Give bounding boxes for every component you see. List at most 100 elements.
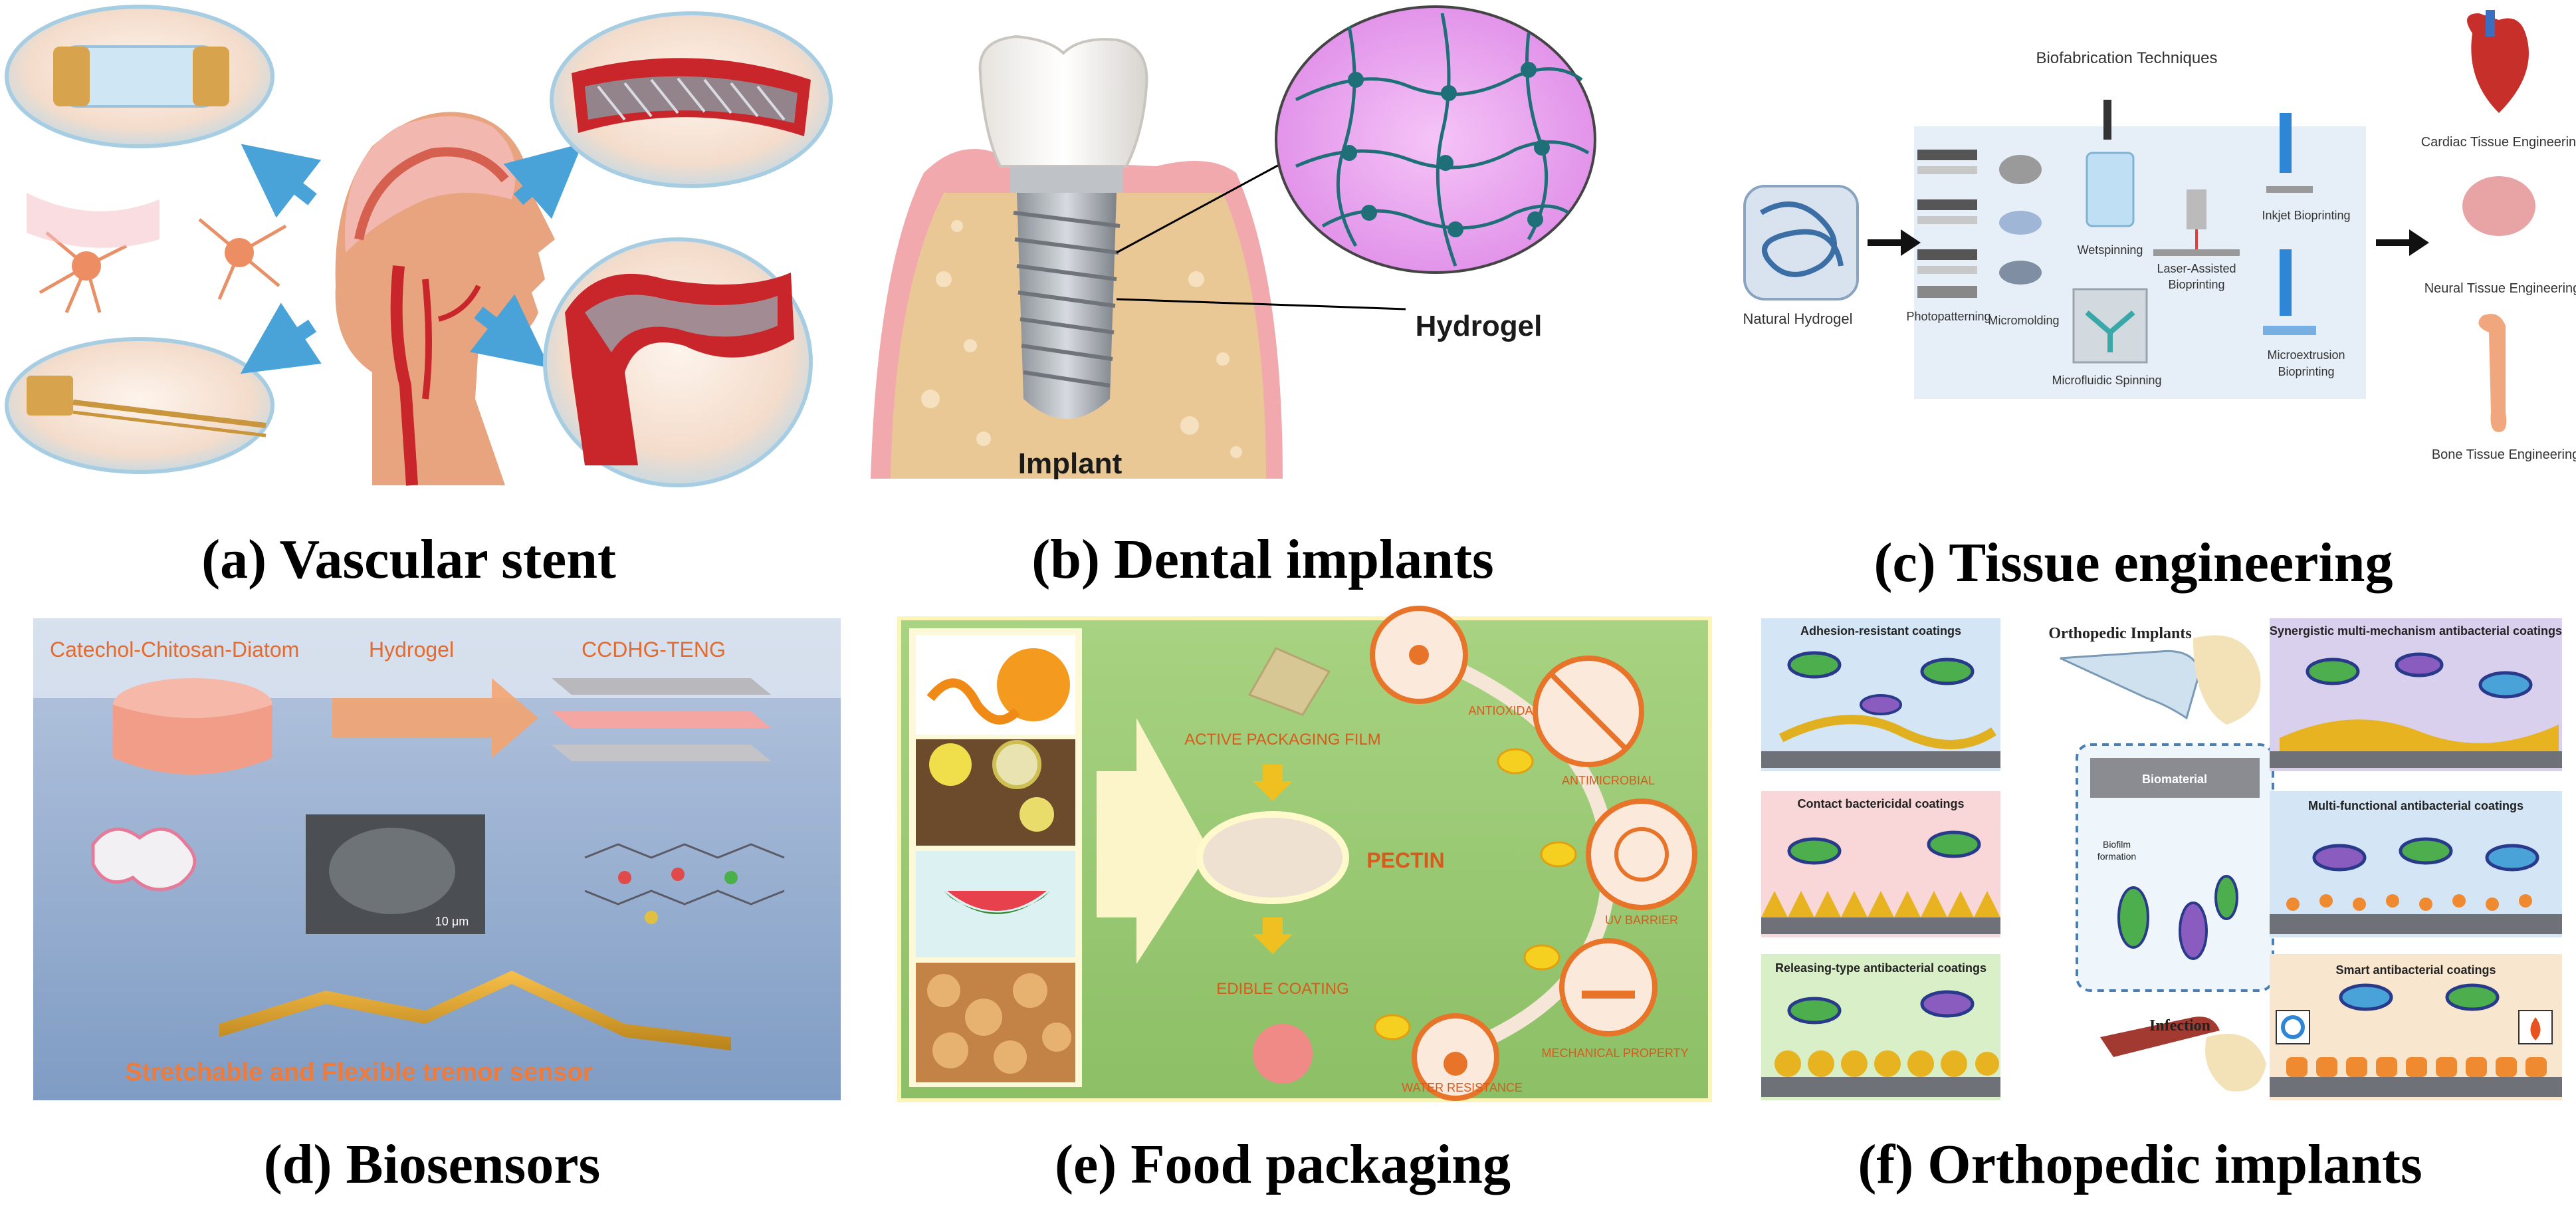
electrode-array-icon [27,376,73,416]
tomato-icon [1253,1024,1313,1084]
biofilm-label-2: formation [2097,851,2136,862]
biomaterial-block [2090,758,2260,798]
panel-e-food-packaging: ACTIVE PACKAGING FILM PECTIN EDIBLE COAT… [897,606,1712,1102]
biofab-title: Biofabrication Techniques [2036,49,2217,67]
orange-icon [997,648,1070,721]
packaging-film-icon [1247,647,1331,716]
tremor-sensor-strip [219,971,731,1050]
inkjet-label: Inkjet Bioprinting [2262,209,2350,222]
teng-layers [552,678,771,761]
tooth-crown [978,35,1148,168]
biosensor-hydrogel-label: Hydrogel [369,638,454,662]
heart-icon [2467,10,2529,113]
panel-d-biosensors: Catechol-Chitosan-Diatom Hydrogel CCDHG-… [33,618,841,1100]
synergistic-label: Synergistic multi-mechanism antibacteria… [2270,624,2562,638]
multi-label: Multi-functional antibacterial coatings [2308,799,2523,812]
implant-label: Implant [1018,447,1123,480]
panel-c-tissue-engineering: Biofabrication Techniques Natural Hydrog… [1743,10,2576,462]
neural-label: Neural Tissue Engineering [2424,281,2576,296]
film-label: ACTIVE PACKAGING FILM [1184,731,1381,749]
hydrogel-label: Hydrogel [1416,310,1543,342]
biosensor-teng-label: CCDHG-TENG [582,638,726,662]
ortho-title: Orthopedic Implants [2048,625,2191,642]
bone-texture [921,220,1242,458]
bacteria-icon [1787,990,1975,1025]
wetspinning-icon [2086,100,2135,227]
bone-label: Bone Tissue Engineering [2432,447,2576,462]
panel-b-dental-implants: Hydrogel Implant [871,5,1596,480]
biofilm-label-1: Biofilm [2103,839,2131,850]
caption-panel-f: (f) Orthopedic implants [1858,1134,2422,1195]
antioxidant-label: ANTIOXIDANT [1468,704,1549,717]
femur-implant-icon [2100,1017,2220,1057]
neuron-icon [39,218,287,313]
caption-panel-e: (e) Food packaging [1054,1134,1511,1195]
caption-panel-b: (b) Dental implants [1031,529,1494,590]
caption-panel-c: (c) Tissue engineering [1874,532,2393,594]
uv-barrier-label: UV BARRIER [1605,913,1678,927]
bacteria-icon [1787,830,1981,865]
bacteria-icon [2117,875,2238,960]
polymer-coil-icon [91,827,197,892]
panel-f-orthopedic-implants: Adhesion-resistant coatings Contact bact… [1761,618,2562,1100]
coating-label: EDIBLE COATING [1216,980,1349,998]
wetspinning-label: Wetspinning [2078,243,2143,257]
releasing-label: Releasing-type antibacterial coatings [1775,961,1986,975]
natural-hydrogel-label: Natural Hydrogel [1743,310,1852,327]
arrow-right-icon [1868,229,1921,256]
biosensor-material-label: Catechol-Chitosan-Diatom [50,638,299,662]
molecular-structure-icon [584,843,785,905]
inkjet-icon [2266,113,2313,193]
adhesion-label: Adhesion-resistant coatings [1800,624,1961,638]
bacteria-icon [2306,652,2533,699]
laser-label-2: Bioprinting [2168,278,2224,291]
hydrogel-zoom [1275,5,1596,274]
photopatterning-icon [1917,150,1977,298]
pectin-label: PECTIN [1366,848,1444,872]
bacteria-icon [2339,983,2500,1011]
laser-bioprinting-icon [2153,189,2240,256]
human-head-illustration [335,112,555,486]
brain-icon [2462,176,2535,236]
arrow-icon [503,143,583,219]
uv-barrier-icon [1586,798,1697,910]
sem-scale-label: 10 μm [435,915,469,928]
contact-label: Contact bactericidal coatings [1797,797,1964,810]
microext-label-1: Microextrusion [2267,348,2345,362]
arrow-icon [241,144,322,218]
releasing-coating-box [1761,954,2000,1100]
arrow-icon [469,294,550,368]
panel-a-vascular-stent [5,5,833,487]
antimicrobial-label: ANTIMICROBIAL [1562,774,1655,787]
arrow-icon [240,302,322,374]
natural-hydrogel-icon [1743,185,1859,301]
cardiac-label: Cardiac Tissue Engineering [2421,135,2576,150]
laser-label-1: Laser-Assisted [2157,262,2236,275]
tremor-sensor-label: Stretchable and Flexible tremor sensor [125,1058,592,1086]
biomaterial-label: Biomaterial [2142,773,2207,786]
bacteria-icon [1787,651,1975,715]
microext-label-2: Bioprinting [2278,365,2334,378]
arrow-right-icon [2376,229,2429,256]
lemon-icon [929,743,972,786]
micromolding-icon [1999,155,2042,285]
caption-panel-a: (a) Vascular stent [201,529,616,590]
bone-icon [2478,314,2507,432]
smart-label: Smart antibacterial coatings [2335,963,2496,977]
pectin-powder-icon [1196,811,1349,904]
arrow-right-icon [332,678,538,758]
infection-label: Infection [2149,1017,2210,1034]
water-resistance-label: WATER RESISTANCE [1402,1081,1523,1094]
microextrusion-icon [2263,249,2316,335]
arrow-right-icon [1097,718,1210,964]
hip-implant-icon [2060,650,2201,720]
pelvis-icon [2193,635,2261,725]
mechanical-label: MECHANICAL PROPERTY [1541,1046,1688,1060]
watermelon-icon [944,891,1050,914]
mechanical-property-icon [1559,938,1658,1036]
electrode-bubble [5,337,274,474]
micromolding-label: Micromolding [1988,314,2059,327]
caption-panel-d: (d) Biosensors [263,1134,601,1195]
microfluidic-label: Microfluidic Spinning [2052,374,2161,387]
